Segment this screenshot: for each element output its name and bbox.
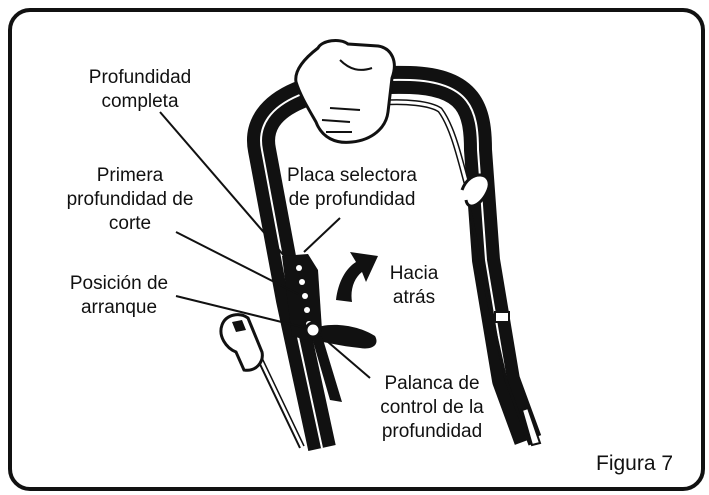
selector-plate bbox=[282, 254, 322, 340]
leader-control-lever bbox=[327, 341, 371, 379]
label-first-depth: Primera profundidad de corte bbox=[66, 165, 194, 234]
depth-notch-4 bbox=[304, 307, 310, 313]
hand bbox=[294, 39, 396, 144]
label-selector-plate: Placa selectora de profundidad bbox=[287, 165, 417, 210]
cable-clip bbox=[494, 311, 510, 323]
depth-notch-3 bbox=[302, 293, 308, 299]
cable-end bbox=[520, 406, 542, 447]
leader-first-depth bbox=[175, 231, 299, 295]
leader-selector-plate bbox=[303, 217, 341, 253]
depth-notch-2 bbox=[299, 279, 305, 285]
control-lever bbox=[310, 324, 377, 349]
figure-number: Figura 7 bbox=[596, 452, 674, 475]
starter-rope-2 bbox=[261, 357, 305, 447]
label-start-position: Posición de arranque bbox=[69, 273, 169, 318]
lever-pivot bbox=[304, 321, 322, 339]
control-cable bbox=[468, 209, 532, 446]
label-control-lever: Palanca de control de la profundidad bbox=[380, 373, 484, 442]
starter-rope bbox=[257, 359, 301, 449]
depth-notch-1 bbox=[296, 265, 302, 271]
backward-arrow bbox=[336, 252, 378, 302]
handle-bar-highlight bbox=[260, 78, 529, 449]
lever-rod bbox=[312, 336, 342, 402]
bail-clip bbox=[460, 173, 491, 208]
label-full-depth: Profundidad completa bbox=[88, 67, 192, 112]
leader-start-position bbox=[175, 295, 307, 329]
label-backward: Hacia atrás bbox=[389, 263, 439, 308]
starter-grip bbox=[232, 320, 246, 332]
hand-fingers bbox=[321, 59, 373, 133]
leader-full-depth bbox=[159, 111, 287, 259]
starter-handle bbox=[219, 313, 264, 372]
